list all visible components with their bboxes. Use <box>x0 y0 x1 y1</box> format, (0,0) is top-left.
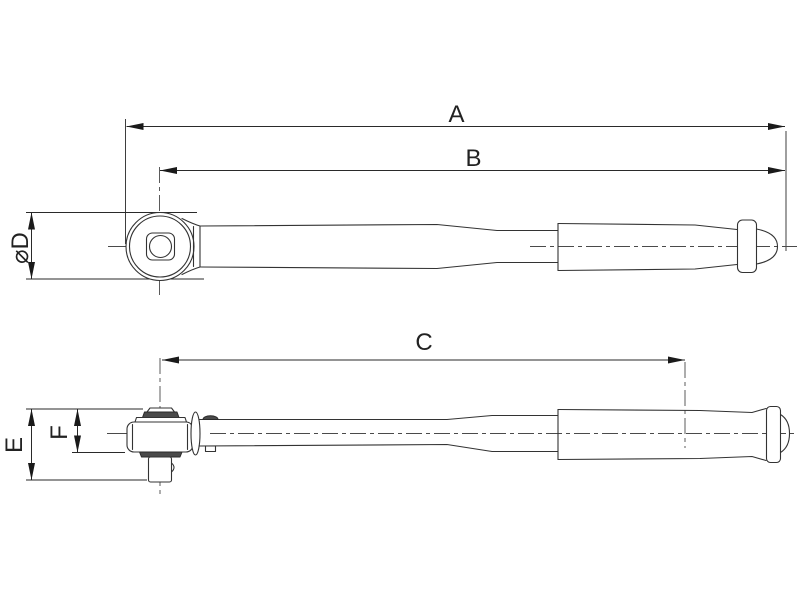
head-body <box>126 421 194 453</box>
dim-c-arrow-left-icon <box>162 356 179 364</box>
head-outer-circle <box>125 211 195 282</box>
dimension-c: C <box>162 329 686 448</box>
grip-bottom-edge <box>557 263 738 272</box>
dim-e-arrow-bottom-icon <box>28 463 35 480</box>
grip-side-bottom-edge <box>557 455 767 462</box>
beam-top-edge <box>199 223 559 232</box>
head-inner-circle <box>128 215 192 278</box>
grip-top-edge <box>557 222 738 231</box>
top-view-head <box>125 211 201 282</box>
drive-hole-circle <box>148 234 173 259</box>
square-drive-opening <box>145 232 176 261</box>
dimension-b: B <box>160 145 785 174</box>
square-drive-stud <box>147 456 173 483</box>
grip-side-top-edge <box>557 407 767 414</box>
beam-bottom-tab <box>204 445 217 453</box>
dimension-f: F <box>46 409 125 453</box>
head-top-flange <box>134 416 188 423</box>
top-view-beam <box>199 223 559 270</box>
dimension-e: E <box>1 408 147 481</box>
grip-end-cap <box>736 219 758 274</box>
beam-bottom-edge <box>199 261 559 270</box>
beam-side-bottom-edge <box>198 443 559 453</box>
dim-f-arrow-bottom-icon <box>74 435 81 453</box>
dim-d-arrow-bottom-icon <box>28 262 35 279</box>
dim-e-arrow-top-icon <box>28 409 35 426</box>
dim-a-label: A <box>448 101 464 128</box>
dim-f-arrow-top-icon <box>74 409 81 426</box>
head-top-knob <box>146 407 176 413</box>
beam-side-top-edge <box>198 414 559 421</box>
dim-c-label: C <box>415 329 432 356</box>
side-view-grip <box>557 405 791 464</box>
dim-d-label: ⌀D <box>7 232 34 264</box>
dimension-d: ⌀D <box>7 212 204 280</box>
grip-side-end-cap <box>765 405 782 464</box>
dim-f-label: F <box>46 425 73 440</box>
grip-end-dome <box>755 228 779 265</box>
adjustment-lock-button <box>202 415 219 420</box>
dim-c-arrow-right-icon <box>668 356 685 364</box>
dim-b-arrow-left-icon <box>160 167 177 174</box>
dim-b-arrow-right-icon <box>768 167 785 174</box>
head-knurled-ring <box>142 411 180 418</box>
head-neck-bottom-fillet <box>181 266 201 276</box>
dim-a-arrow-right-icon <box>768 123 785 130</box>
head-bottom-ring <box>139 451 183 458</box>
dim-b-label: B <box>465 145 481 172</box>
dim-e-label: E <box>1 437 28 453</box>
top-view-grip <box>557 219 779 274</box>
dimension-a: A <box>125 101 787 251</box>
grip-side-end-dome <box>779 413 791 454</box>
head-beam-joint-ring <box>190 411 201 456</box>
detent-ball-bump <box>170 462 175 473</box>
top-view: A B ⌀D <box>7 101 797 298</box>
side-view-beam <box>198 414 559 453</box>
side-view: C E F <box>1 329 797 496</box>
side-view-head <box>126 407 201 483</box>
dim-a-arrow-left-icon <box>126 123 144 130</box>
dim-d-arrow-top-icon <box>28 212 35 230</box>
head-neck-top-fillet <box>181 217 201 227</box>
